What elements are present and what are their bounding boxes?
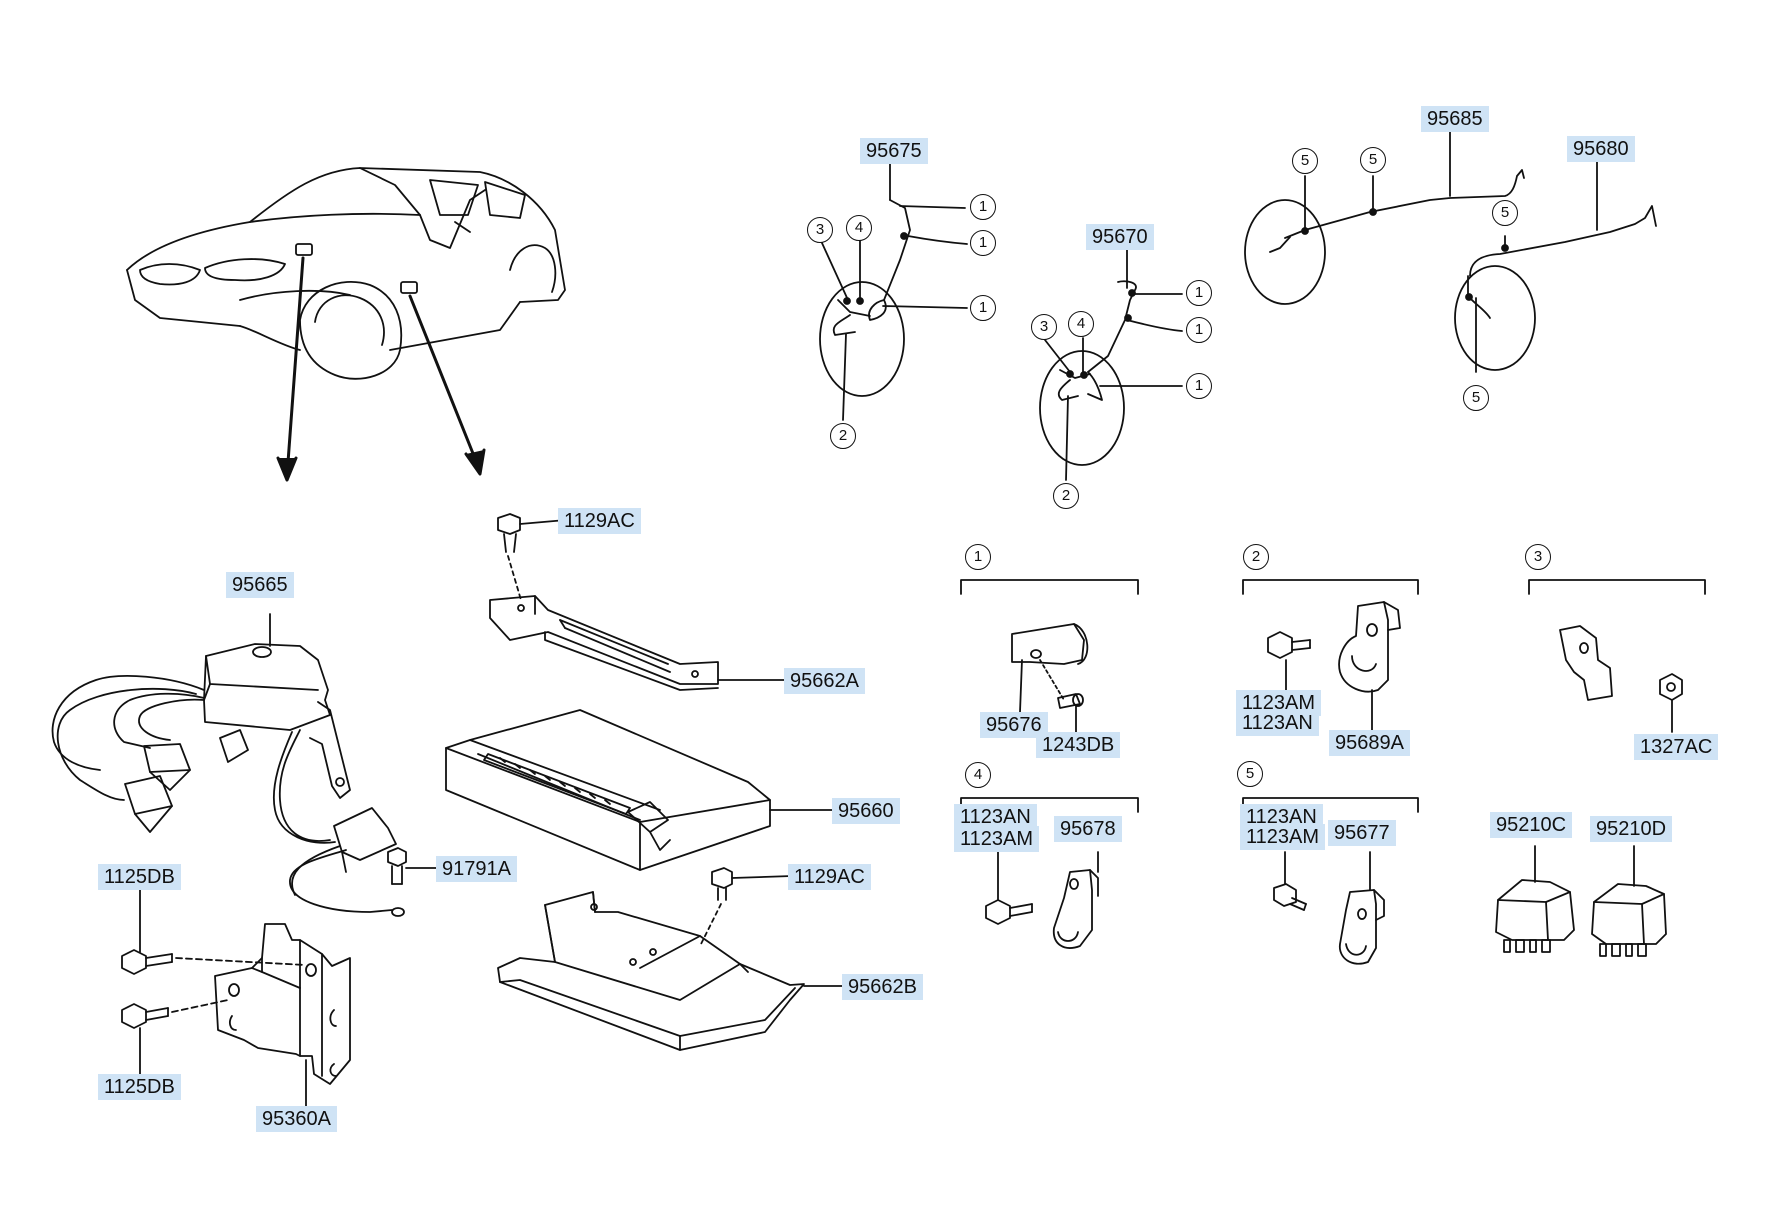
screw-91791a (387, 847, 441, 885)
part-label-91791a[interactable]: 91791A (436, 856, 517, 882)
part-label-95680[interactable]: 95680 (1567, 136, 1635, 162)
part-label-1125db-bottom[interactable]: 1125DB (98, 1074, 181, 1100)
bracket-95662a (489, 513, 791, 691)
part-label-1129ac-top[interactable]: 1129AC (558, 508, 641, 534)
callout-1: 1 (1186, 373, 1212, 399)
callout-1: 1 (970, 230, 996, 256)
callout-5: 5 (1463, 385, 1489, 411)
harness-95685 (1244, 129, 1525, 305)
group-callout-2: 2 (1243, 544, 1269, 570)
group-callout-3: 3 (1525, 544, 1551, 570)
callout-1: 1 (1186, 280, 1212, 306)
group-2-detail (1242, 579, 1419, 733)
callout-1: 1 (1186, 317, 1212, 343)
callout-1: 1 (970, 295, 996, 321)
part-label-95210d[interactable]: 95210D (1590, 816, 1673, 842)
part-label-95660[interactable]: 95660 (832, 798, 900, 824)
part-label-95360a[interactable]: 95360A (256, 1106, 337, 1132)
part-label-95677[interactable]: 95677 (1328, 820, 1396, 846)
part-label-1123an-group4[interactable]: 1123AN (954, 804, 1037, 830)
group-3-detail (1528, 579, 1706, 733)
part-label-95210c[interactable]: 95210C (1490, 812, 1573, 838)
group-callout-1: 1 (965, 544, 991, 570)
part-label-1125db-top[interactable]: 1125DB (98, 864, 181, 890)
part-label-1123am-group4[interactable]: 1123AM (954, 826, 1040, 852)
group-callout-5: 5 (1237, 761, 1263, 787)
module-95660 (445, 709, 839, 871)
part-label-95685[interactable]: 95685 (1421, 106, 1489, 132)
arrows (276, 256, 486, 482)
part-label-1243db[interactable]: 1243DB (1036, 732, 1121, 758)
tray-95662b (497, 867, 846, 1051)
part-label-95670[interactable]: 95670 (1086, 224, 1154, 250)
callout-5: 5 (1292, 148, 1318, 174)
callout-4: 4 (1068, 311, 1094, 337)
part-label-1129ac-bottom[interactable]: 1129AC (788, 864, 871, 890)
part-label-95662a[interactable]: 95662A (784, 668, 865, 694)
car-illustration (126, 167, 566, 380)
harness-95675 (819, 153, 968, 421)
controller-95665 (51, 613, 405, 917)
harness-95670 (1039, 245, 1183, 481)
part-label-95662b[interactable]: 95662B (842, 974, 923, 1000)
part-label-95678[interactable]: 95678 (1054, 816, 1122, 842)
harness-95680 (1454, 159, 1657, 373)
callout-3: 3 (1031, 314, 1057, 340)
group-1-detail (960, 579, 1139, 733)
part-label-95675[interactable]: 95675 (860, 138, 928, 164)
callout-2: 2 (830, 423, 856, 449)
relay-95210c (1495, 845, 1575, 953)
part-label-95676[interactable]: 95676 (980, 712, 1048, 738)
callout-5: 5 (1492, 200, 1518, 226)
callout-1: 1 (970, 194, 996, 220)
callout-3: 3 (807, 217, 833, 243)
part-label-1123am-group5[interactable]: 1123AM (1240, 824, 1326, 850)
relay-95210d (1591, 845, 1667, 957)
part-label-1123an-group2[interactable]: 1123AN (1236, 710, 1319, 736)
callout-4: 4 (846, 215, 872, 241)
bracket-95360a (121, 889, 351, 1119)
part-label-95689a[interactable]: 95689A (1329, 730, 1410, 756)
group-callout-4: 4 (965, 762, 991, 788)
part-label-95665[interactable]: 95665 (226, 572, 294, 598)
callout-2: 2 (1053, 483, 1079, 509)
part-label-1327ac[interactable]: 1327AC (1634, 734, 1719, 760)
callout-5: 5 (1360, 147, 1386, 173)
